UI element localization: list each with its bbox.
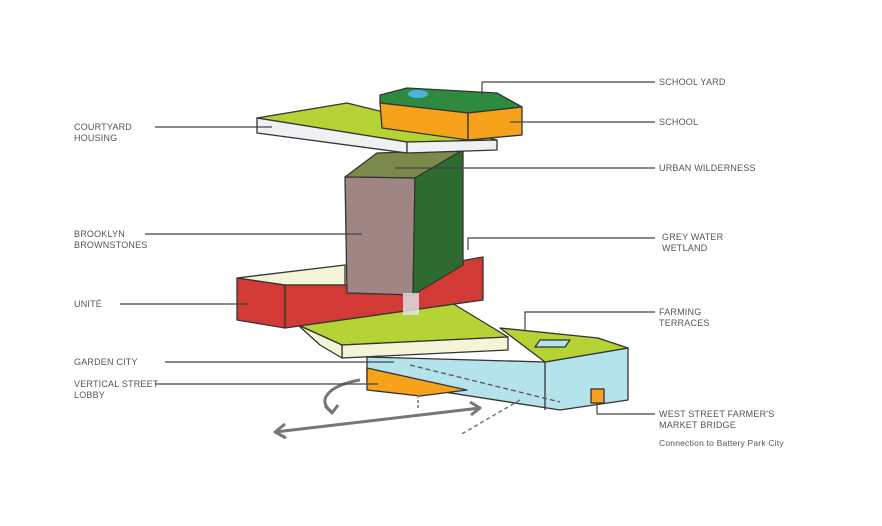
- label-line: FARMING: [659, 307, 702, 317]
- label-unite: UNITÉ: [74, 299, 102, 309]
- label-line: HOUSING: [74, 133, 118, 143]
- label-connection: Connection to Battery Park City: [659, 438, 784, 448]
- school-block: [379, 87, 523, 141]
- label-line: WETLAND: [662, 243, 708, 253]
- vertical-street-lobby: [366, 367, 468, 397]
- label-line: TERRACES: [659, 318, 710, 328]
- label-line: GREY WATER: [662, 232, 724, 242]
- brooklyn-tower: [344, 149, 464, 296]
- label-line: BROWNSTONES: [74, 240, 148, 250]
- label-line: MARKET BRIDGE: [659, 420, 736, 430]
- label-line: LOBBY: [74, 390, 106, 400]
- leader-lines: [120, 81, 655, 415]
- vertical-core: [403, 293, 419, 315]
- label-urban-wilderness: URBAN WILDERNESS: [659, 163, 756, 173]
- label-line: COURTYARD: [74, 122, 132, 132]
- movement-arrows: [273, 378, 521, 440]
- label-line: WEST STREET FARMER'S: [659, 409, 775, 419]
- label-garden-city: GARDEN CITY: [74, 357, 138, 367]
- farming-terraces: [297, 299, 509, 359]
- label-school: SCHOOL: [659, 117, 699, 127]
- label-school-yard: SCHOOL YARD: [659, 77, 726, 87]
- label-line: VERTICAL STREET: [74, 379, 159, 389]
- farmers-bridge-marker: [590, 388, 605, 404]
- label-line: BROOKLYN: [74, 229, 125, 239]
